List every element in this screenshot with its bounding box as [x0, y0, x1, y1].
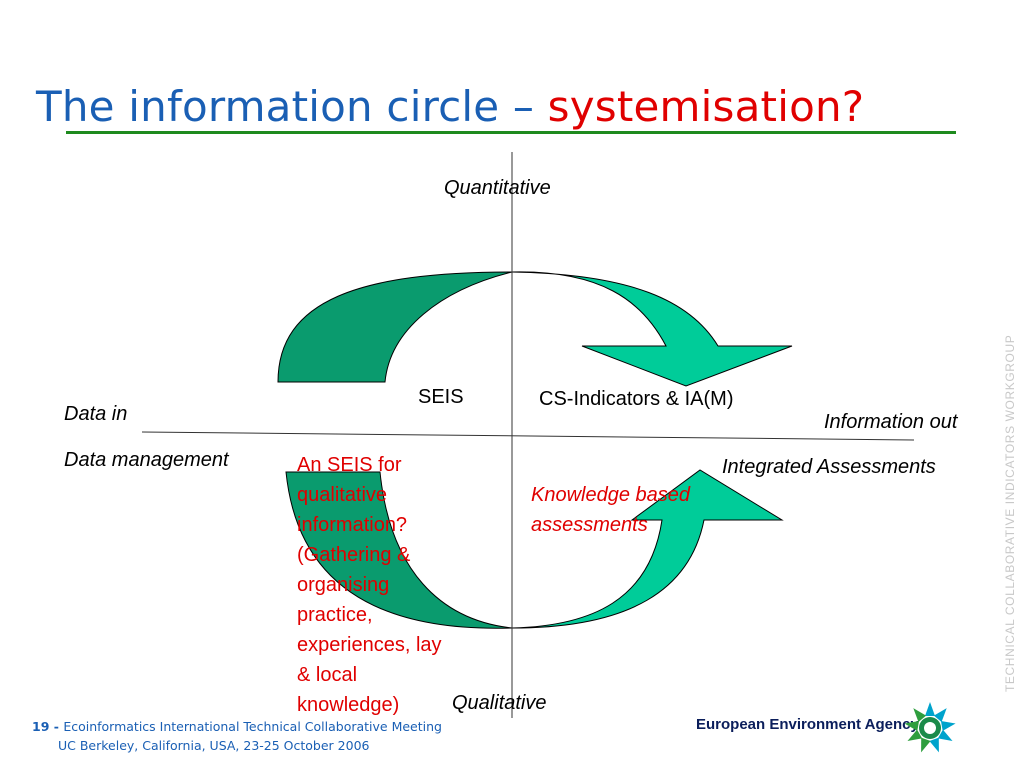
- slide-number: 19: [32, 719, 50, 734]
- arrow-bottom-right: [511, 469, 784, 629]
- quadrant-text-qualitative-seis: An SEIS for qualitative information? (Ga…: [297, 454, 442, 716]
- agency-name: European Environment Agency: [696, 716, 919, 733]
- axis-label-right-top: Information out: [824, 411, 958, 433]
- workgroup-side-text: TECHNICAL COLLABORATIVE INDICATORS WORKG…: [1003, 334, 1017, 692]
- footer-line-2: UC Berkeley, California, USA, 23-25 Octo…: [58, 738, 370, 753]
- arrow-top-left: [277, 271, 513, 383]
- arrow-top-right: [511, 271, 793, 387]
- axis-label-bottom: Qualitative: [452, 692, 547, 714]
- title-accent: systemisation?: [547, 82, 865, 131]
- axis-label-right-bottom: Integrated Assessments: [722, 456, 936, 478]
- footer-line-1: 19 - Ecoinformatics International Techni…: [32, 718, 442, 736]
- eea-logo-icon: [904, 702, 956, 753]
- axis-label-left-bottom: Data management: [64, 449, 229, 471]
- quadrant-label-seis: SEIS: [418, 386, 464, 408]
- footer-separator: -: [49, 719, 64, 734]
- axis-label-left-top: Data in: [64, 403, 128, 425]
- footer-meeting-text: Ecoinformatics International Technical C…: [63, 719, 442, 734]
- horizontal-axis: [141, 431, 915, 441]
- quadrant-text-knowledge-assessments: Knowledge based assessments: [531, 484, 691, 536]
- slide-title: The information circle – systemisation?: [36, 82, 864, 131]
- quadrant-label-indicators: CS-Indicators & IA(M): [539, 388, 734, 410]
- title-main: The information circle –: [36, 82, 548, 131]
- title-underline: [66, 131, 956, 134]
- axis-label-top: Quantitative: [444, 177, 551, 199]
